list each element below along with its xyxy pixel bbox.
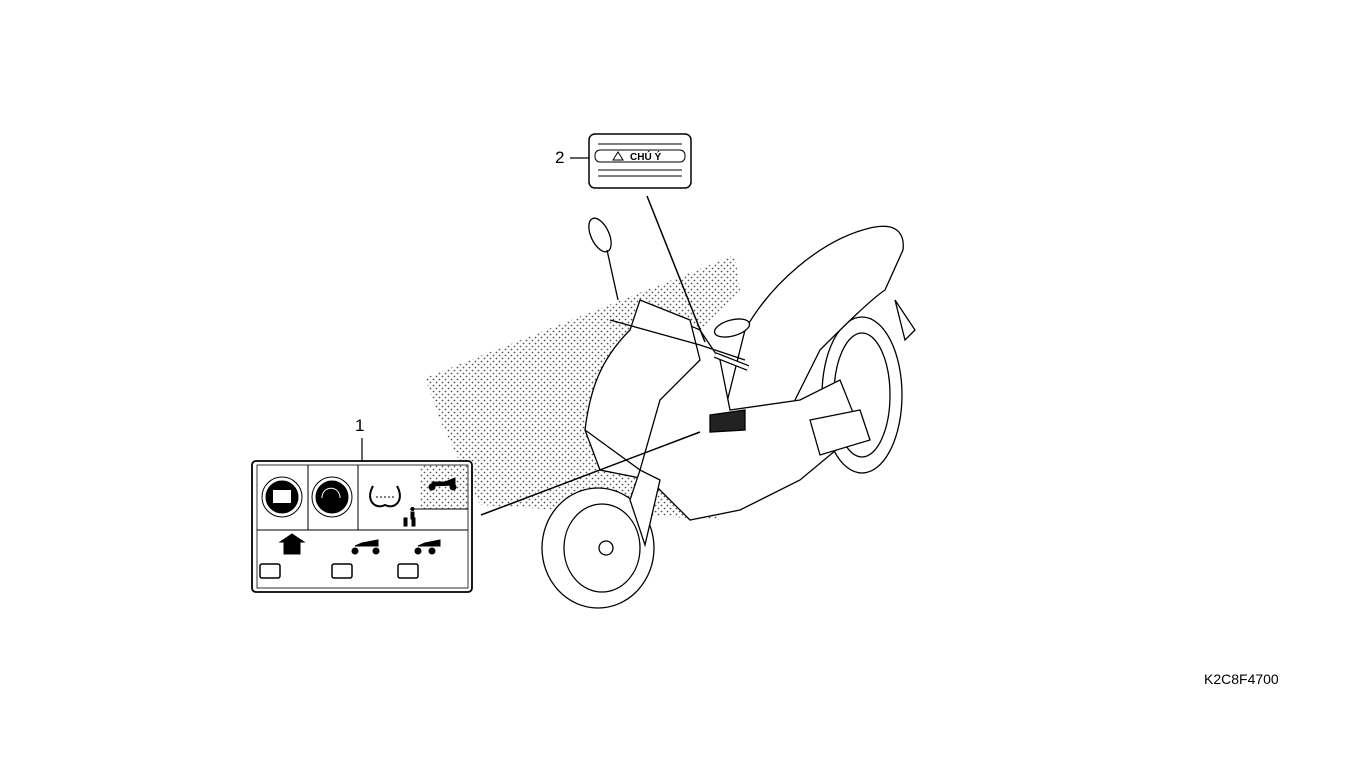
rider-icon <box>410 507 415 520</box>
caution-label-1[interactable] <box>251 460 473 593</box>
storage-icon <box>278 533 306 555</box>
rider-passenger-icon <box>403 517 416 527</box>
warning-triangle-icon <box>612 151 624 161</box>
tire-pressure-icon <box>369 485 401 508</box>
leader-line-2 <box>646 195 706 343</box>
caution-label-2[interactable]: CHÚ Ý <box>588 133 692 189</box>
luggage-icon <box>259 563 419 579</box>
callout-number-2: 2 <box>555 148 565 167</box>
leader-line-1 <box>480 431 701 516</box>
helmet-icon <box>311 476 353 518</box>
scooter-drawing <box>541 217 916 609</box>
owner-manual-icon <box>261 476 303 518</box>
callout-number-1: 1 <box>355 416 365 435</box>
scooter-icon <box>428 477 457 491</box>
diagram-code: K2C8F4700 <box>1204 671 1279 687</box>
label-2-text: CHÚ Ý <box>630 150 661 163</box>
scooter-load-icon <box>351 539 441 555</box>
